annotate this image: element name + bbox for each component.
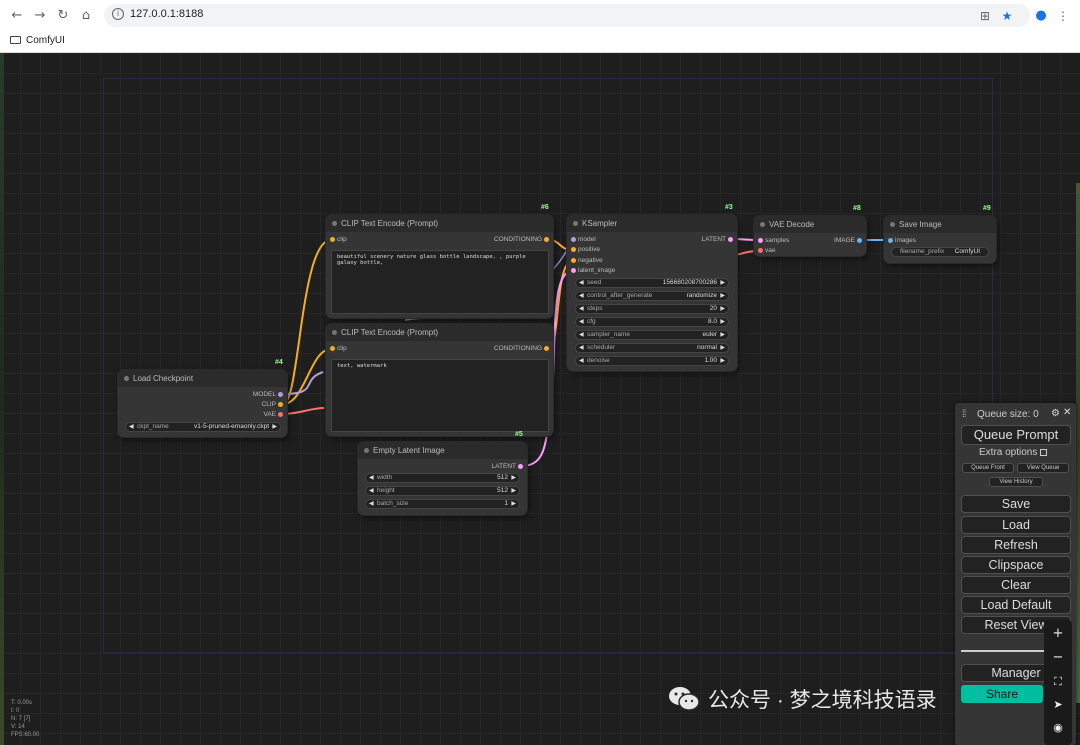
node-vae-decode[interactable]: #8 VAE Decode samples vae IMAGE bbox=[754, 205, 866, 256]
address-bar[interactable]: i 127.0.0.1:8188 ⊞ ★ bbox=[104, 4, 1030, 27]
node-load-checkpoint[interactable]: #4 Load Checkpoint MODEL CLIP VAE ◀ ckpt… bbox=[118, 359, 287, 437]
output-clip[interactable]: CLIP bbox=[262, 400, 283, 409]
menu-divider bbox=[961, 650, 1045, 652]
load-button[interactable]: Load bbox=[961, 516, 1071, 534]
node-id-label: #9 bbox=[983, 205, 991, 212]
fit-view-icon[interactable]: ⛶ bbox=[1046, 671, 1070, 693]
site-info-icon[interactable]: i bbox=[112, 8, 124, 20]
gear-icon[interactable]: ⚙ bbox=[1051, 408, 1060, 419]
queue-prompt-button[interactable]: Queue Prompt bbox=[961, 425, 1071, 445]
view-queue-button[interactable]: View Queue bbox=[1017, 463, 1069, 473]
prompt-textarea[interactable]: text, watermark bbox=[331, 359, 549, 432]
load-default-button[interactable]: Load Default bbox=[961, 596, 1071, 614]
node-title[interactable]: Load Checkpoint bbox=[118, 370, 287, 387]
node-clip-text-encode-negative[interactable]: CLIP Text Encode (Prompt) clip CONDITION… bbox=[326, 324, 553, 436]
node-id-label: #5 bbox=[515, 431, 523, 438]
arrow-right-icon[interactable]: ▶ bbox=[272, 424, 277, 430]
node-ksampler[interactable]: #3 KSampler model positive negative late… bbox=[567, 204, 737, 371]
output-conditioning[interactable]: CONDITIONING bbox=[494, 344, 549, 353]
extra-options-checkbox[interactable] bbox=[1040, 448, 1048, 456]
input-model[interactable]: model bbox=[571, 235, 596, 244]
output-vae[interactable]: VAE bbox=[263, 410, 283, 419]
input-positive[interactable]: positive bbox=[571, 245, 600, 254]
menu-kebab-icon[interactable]: ⋮ bbox=[1057, 9, 1069, 23]
output-conditioning[interactable]: CONDITIONING bbox=[494, 235, 549, 244]
drag-handle-icon[interactable]: ⁞⁞ bbox=[962, 409, 966, 420]
node-title[interactable]: CLIP Text Encode (Prompt) bbox=[326, 215, 553, 232]
queue-size-label: Queue size: 0 bbox=[977, 409, 1039, 420]
toggle-links-icon[interactable]: ◉ bbox=[1046, 717, 1070, 739]
bookmark-star-icon[interactable]: ★ bbox=[1001, 9, 1013, 23]
view-history-button[interactable]: View History bbox=[989, 477, 1043, 487]
node-title[interactable]: KSampler bbox=[567, 215, 737, 232]
group-frame bbox=[103, 78, 993, 653]
wechat-logo-icon bbox=[669, 687, 700, 711]
canvas-right-edge bbox=[1076, 183, 1080, 703]
extra-options-toggle[interactable]: Extra options bbox=[979, 447, 1048, 458]
zoom-in-icon[interactable]: + bbox=[1046, 623, 1070, 645]
clipspace-button[interactable]: Clipspace bbox=[961, 556, 1071, 574]
node-id-label: #8 bbox=[853, 205, 861, 212]
profile-icon[interactable]: ● bbox=[1035, 8, 1047, 23]
node-id-label: #4 bbox=[275, 359, 283, 366]
canvas-left-edge bbox=[0, 53, 4, 745]
node-title[interactable]: CLIP Text Encode (Prompt) bbox=[326, 324, 553, 341]
zoom-out-icon[interactable]: − bbox=[1046, 647, 1070, 669]
bookmark-label: ComfyUI bbox=[26, 34, 65, 46]
node-clip-text-encode-positive[interactable]: #6 CLIP Text Encode (Prompt) clip CONDIT… bbox=[326, 204, 553, 318]
output-image[interactable]: IMAGE bbox=[834, 236, 862, 245]
clear-button[interactable]: Clear bbox=[961, 576, 1071, 594]
queue-front-button[interactable]: Queue Front bbox=[962, 463, 1014, 473]
prompt-textarea[interactable]: beautiful scenery nature glass bottle la… bbox=[331, 250, 549, 314]
input-clip[interactable]: clip bbox=[330, 344, 347, 353]
watermark: 公众号 · 梦之境科技语录 bbox=[668, 684, 937, 714]
input-vae[interactable]: vae bbox=[758, 246, 775, 255]
forward-icon[interactable]: → bbox=[34, 8, 46, 23]
node-title[interactable]: Save Image bbox=[884, 216, 996, 233]
ckpt-name-combo[interactable]: ◀ ckpt_name v1-5-pruned-emaonly.ckpt ▶ bbox=[125, 422, 281, 432]
reload-icon[interactable]: ↻ bbox=[57, 8, 69, 23]
input-clip[interactable]: clip bbox=[330, 235, 347, 244]
input-negative[interactable]: negative bbox=[571, 256, 603, 265]
input-images[interactable]: images bbox=[888, 236, 916, 245]
close-icon[interactable]: ✕ bbox=[1063, 407, 1072, 418]
output-latent[interactable]: LATENT bbox=[702, 235, 733, 244]
folder-icon bbox=[10, 36, 21, 44]
arrow-left-icon[interactable]: ◀ bbox=[129, 424, 134, 430]
bookmark-comfyui[interactable]: ComfyUI bbox=[10, 33, 65, 47]
browser-toolbar: ← → ↻ ⌂ i 127.0.0.1:8188 ⊞ ★ ● ⋮ ComfyUI bbox=[0, 0, 1080, 53]
translate-icon[interactable]: ⊞ bbox=[979, 9, 991, 23]
node-title[interactable]: VAE Decode bbox=[754, 216, 866, 233]
refresh-button[interactable]: Refresh bbox=[961, 536, 1071, 554]
home-icon[interactable]: ⌂ bbox=[81, 8, 91, 23]
url-text[interactable]: 127.0.0.1:8188 bbox=[130, 8, 204, 20]
watermark-text: 公众号 · 梦之境科技语录 bbox=[708, 689, 937, 712]
input-latent-image[interactable]: latent_image bbox=[571, 266, 615, 275]
node-id-label: #3 bbox=[725, 204, 733, 211]
node-title[interactable]: Empty Latent Image bbox=[358, 442, 527, 459]
share-button[interactable]: Share bbox=[961, 685, 1043, 703]
reset-view-button[interactable]: Reset View bbox=[961, 616, 1071, 634]
output-latent[interactable]: LATENT bbox=[492, 462, 523, 471]
output-model[interactable]: MODEL bbox=[253, 390, 283, 399]
canvas-stats: T: 0.00s I: 0 N: 7 [7] V: 14 FPS:60.00 bbox=[11, 700, 40, 738]
filename-prefix-widget[interactable]: filename_prefix ComfyUI bbox=[891, 247, 989, 257]
node-id-label: #6 bbox=[541, 204, 549, 211]
node-save-image[interactable]: #9 Save Image images filename_prefix Com… bbox=[884, 205, 996, 263]
input-samples[interactable]: samples bbox=[758, 236, 789, 245]
save-button[interactable]: Save bbox=[961, 495, 1071, 513]
navigate-icon[interactable]: ➤ bbox=[1046, 694, 1070, 716]
back-icon[interactable]: ← bbox=[11, 8, 23, 23]
